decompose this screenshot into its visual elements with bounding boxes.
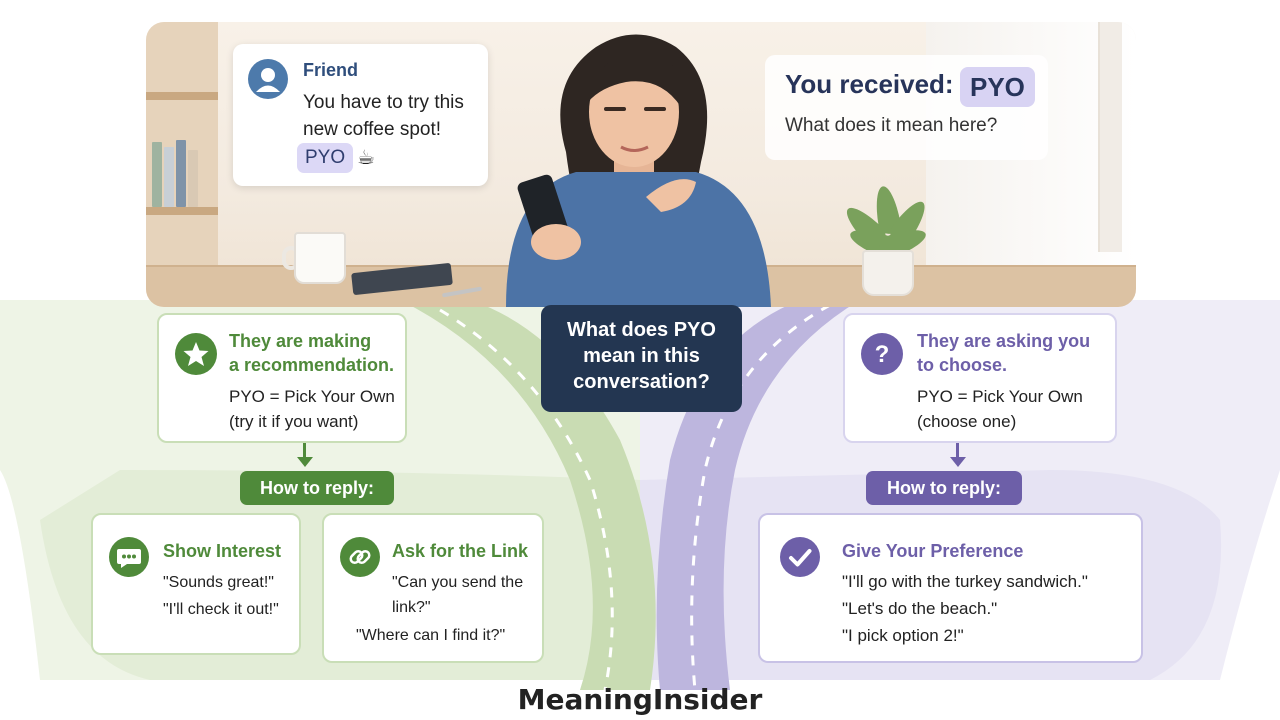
reply-example: "Where can I find it?": [356, 627, 506, 644]
reply-title: Give Your Preference: [842, 541, 1024, 561]
center-question-box: What does PYO mean in this conversation?: [541, 305, 742, 412]
how-to-reply-label: How to reply:: [240, 471, 394, 505]
plant-pot: [862, 250, 914, 296]
reply-title: Show Interest: [163, 541, 282, 561]
arrow-head: [950, 457, 966, 467]
star-icon: [175, 333, 217, 375]
title-line: a recommendation.: [229, 355, 395, 375]
how-to-reply-label: How to reply:: [866, 471, 1022, 505]
person-avatar-icon: [248, 59, 288, 99]
link-icon: [340, 537, 380, 577]
question-line: mean in this: [583, 345, 700, 367]
coffee-cup-icon: ☕: [357, 147, 375, 169]
message-text: You have to try this new coffee spot!: [303, 92, 464, 140]
definition-line: PYO = Pick Your Own: [229, 387, 395, 406]
reply-example: "I'll check it out!": [163, 601, 279, 618]
definition-line: PYO = Pick Your Own: [917, 387, 1083, 406]
reply-card-ask-link: Ask for the Link "Can you send the link?…: [322, 513, 544, 663]
branch-title: They are making a recommendation.: [229, 329, 394, 377]
received-title: You received:: [785, 69, 954, 99]
scene-illustration: [146, 22, 1136, 307]
definition-line: (choose one): [917, 412, 1017, 431]
received-card: You received: PYO What does it mean here…: [765, 55, 1048, 160]
pyo-chip: PYO: [960, 67, 1035, 107]
title-line: They are making: [229, 331, 372, 351]
reply-example: "Can you send the: [392, 574, 524, 591]
received-subtitle: What does it mean here?: [785, 115, 998, 136]
reply-example: "I pick option 2!": [842, 626, 964, 645]
branch-definition: PYO = Pick Your Own (try it if you want): [229, 384, 395, 434]
branch-title: They are asking you to choose.: [917, 329, 1090, 377]
sender-name: Friend: [303, 60, 359, 80]
pyo-chip: PYO: [297, 143, 354, 173]
question-mark-icon: ?: [861, 333, 903, 375]
recommendation-card: They are making a recommendation. PYO = …: [157, 313, 407, 443]
chat-bubble-icon: [109, 537, 149, 577]
friend-message-card: Friend You have to try this new coffee s…: [233, 44, 488, 186]
bookshelf: [146, 22, 218, 272]
reply-example: link?": [392, 599, 431, 616]
checkmark-icon: [780, 537, 820, 577]
title-line: They are asking you: [917, 331, 1091, 351]
arrow-head: [297, 457, 313, 467]
question-line: What does PYO: [567, 319, 716, 341]
reply-example: "Sounds great!": [163, 574, 274, 591]
reply-card-show-interest: Show Interest "Sounds great!" "I'll chec…: [91, 513, 301, 655]
arrow-line: [303, 443, 306, 459]
title-line: to choose.: [917, 355, 1008, 375]
reply-example: "Let's do the beach.": [842, 599, 998, 618]
question-line: conversation?: [573, 371, 710, 393]
brand-name: MeaningInsider: [517, 683, 763, 716]
coffee-mug: [294, 232, 346, 284]
reply-title: Ask for the Link: [392, 541, 529, 561]
reply-card-give-preference: Give Your Preference "I'll go with the t…: [758, 513, 1143, 663]
svg-text:?: ?: [875, 341, 890, 368]
choose-card: ? They are asking you to choose. PYO = P…: [843, 313, 1117, 443]
person-with-phone: [506, 34, 771, 307]
branch-definition: PYO = Pick Your Own (choose one): [917, 384, 1083, 434]
arrow-line: [956, 443, 959, 459]
window-frame: [1098, 22, 1122, 252]
reply-example: "I'll go with the turkey sandwich.": [842, 572, 1088, 591]
definition-line: (try it if you want): [229, 412, 359, 431]
